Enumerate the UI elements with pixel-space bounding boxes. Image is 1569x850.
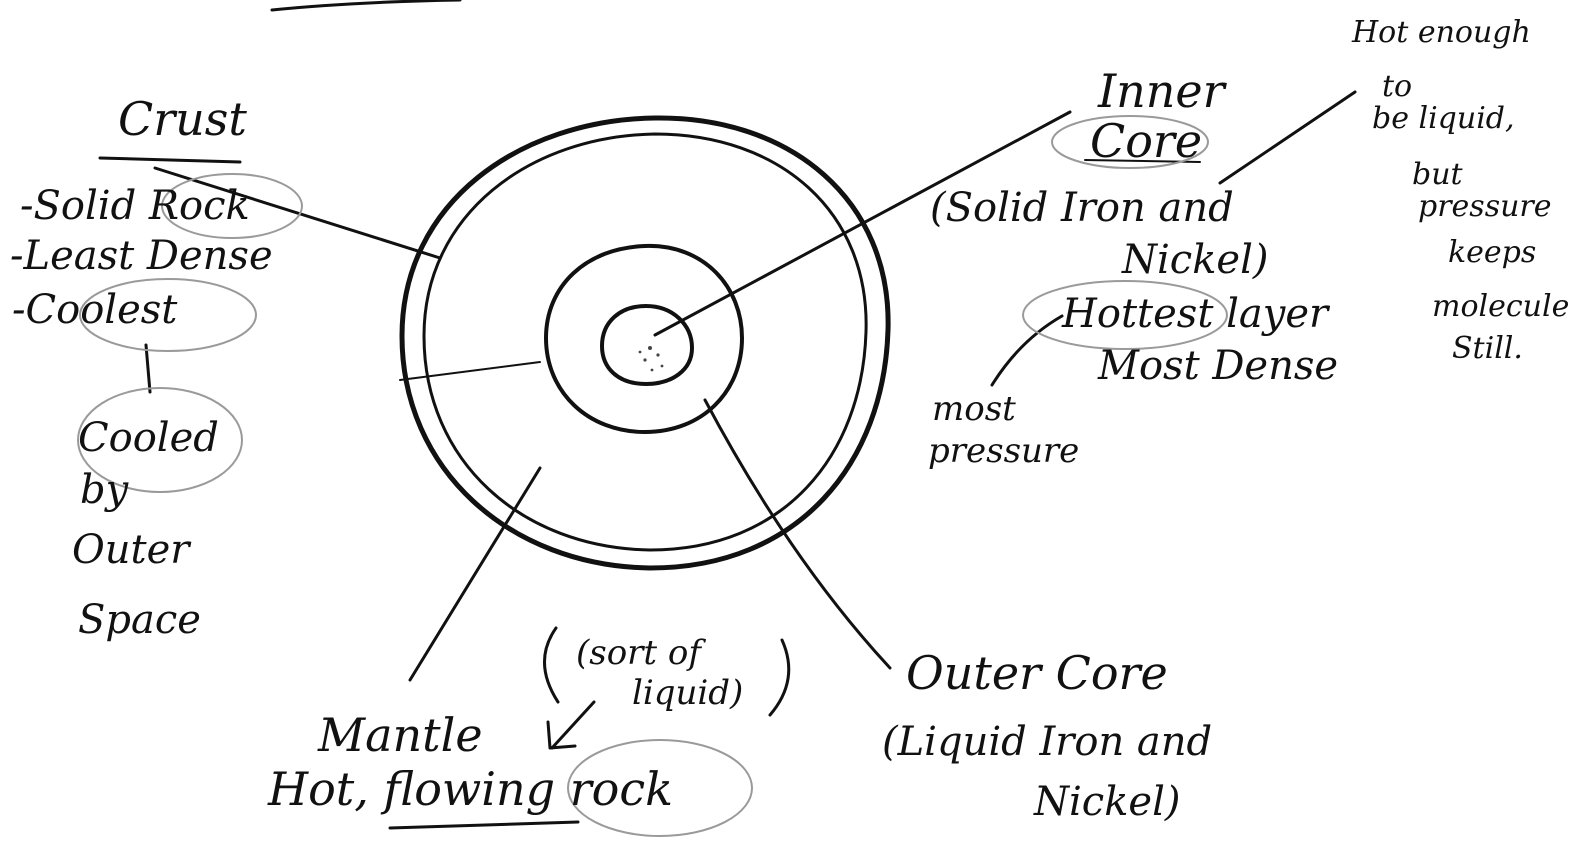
crust-fact-solid-rock: -Solid Rock <box>20 186 250 226</box>
inner-core-pressure-line1: most <box>932 392 1016 426</box>
crust-inner-ring <box>424 134 866 550</box>
outer-core-desc-line2: Nickel) <box>1034 782 1181 822</box>
inner-core-title-line2: Core <box>1090 118 1202 164</box>
crust-title: Crust <box>118 96 247 142</box>
crust-title-underline <box>100 158 240 162</box>
side-note-line6: keeps <box>1448 238 1536 268</box>
inner-core-densest: Most Dense <box>1098 346 1338 386</box>
top-scribble <box>272 0 460 10</box>
inner-core-desc-line2: Nickel) <box>1122 240 1269 280</box>
coolest-down-line <box>146 345 150 392</box>
side-note-line2: to <box>1382 72 1412 102</box>
outer-core-ring <box>546 246 742 432</box>
crust-outer-ring <box>402 118 888 568</box>
mantle-aside-line2: liquid) <box>632 676 743 710</box>
inner-core-desc-line1: (Solid Iron and <box>930 188 1234 228</box>
pressure-pointer <box>992 316 1062 385</box>
mantle-aside-paren-right <box>770 640 789 715</box>
crust-note-outer: Outer <box>72 530 189 570</box>
side-note-line8: Still. <box>1452 334 1523 364</box>
mantle-arrow <box>400 362 540 380</box>
side-note-pointer <box>1220 92 1355 183</box>
mantle-aside-line1: (sort of <box>576 636 701 670</box>
side-note-line1: Hot enough <box>1352 18 1531 48</box>
inner-core-pressure-line2: pressure <box>928 434 1079 468</box>
side-note-line7: molecules <box>1432 292 1569 322</box>
crust-note-cooled: Cooled <box>78 418 219 458</box>
crust-note-space: Space <box>78 600 201 640</box>
crust-fact-least-dense: -Least Dense <box>10 236 273 276</box>
crust-fact-coolest: -Coolest <box>12 290 177 330</box>
flowing-underline <box>390 822 578 828</box>
inner-core-hottest: Hottest layer <box>1062 294 1328 334</box>
outer-core-desc-line1: (Liquid Iron and <box>882 722 1212 762</box>
sort-of-arrow-shaft <box>552 702 594 748</box>
side-note-line3: be liquid, <box>1372 104 1515 134</box>
crust-note-by: by <box>80 470 128 510</box>
core-speckles <box>639 346 664 371</box>
side-note-line5: pressure <box>1418 192 1552 222</box>
inner-core-title-line1: Inner <box>1098 68 1225 114</box>
mantle-desc: Hot, flowing rock <box>268 766 673 812</box>
mantle-aside-paren-left <box>544 628 558 702</box>
mantle-title: Mantle <box>318 712 483 758</box>
side-note-line4: but <box>1412 160 1463 190</box>
inner-core-ring <box>602 306 692 384</box>
outer-core-title: Outer Core <box>906 650 1168 696</box>
